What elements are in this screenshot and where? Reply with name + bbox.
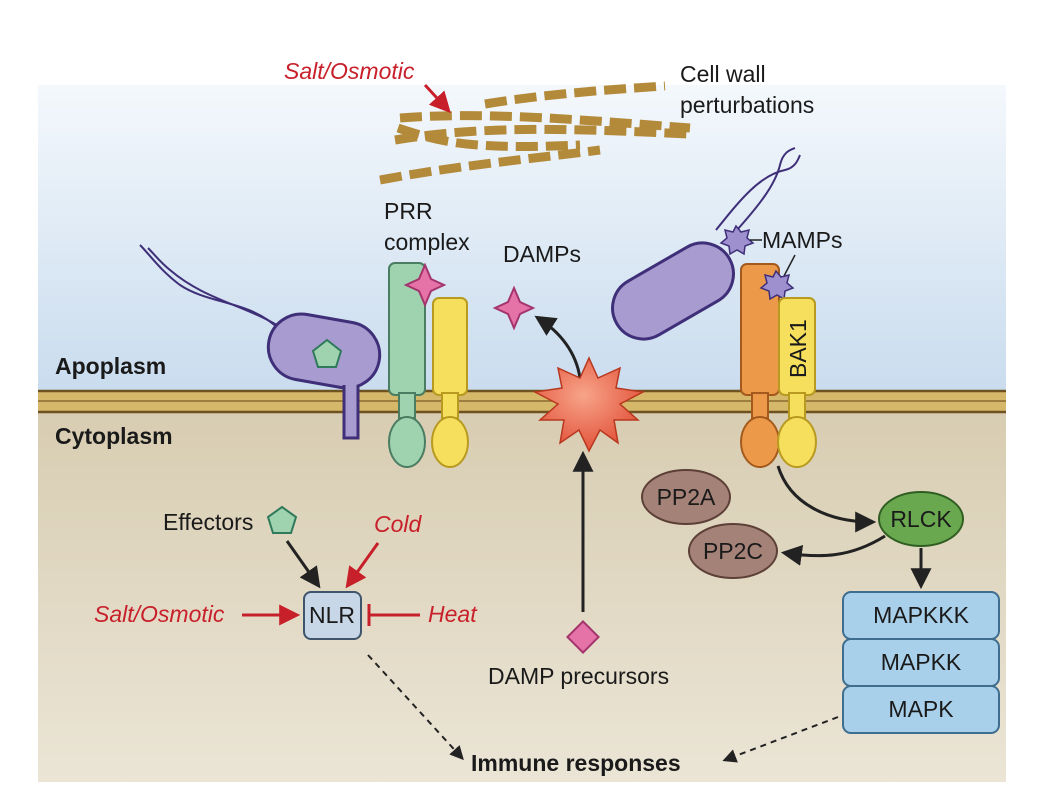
mamp-on-bacterium (719, 224, 755, 256)
mapk-to-immune-arrow (722, 716, 839, 763)
pp2a-label: PP2A (657, 484, 716, 510)
mamps-pointer-line-2 (783, 254, 796, 277)
mapkk-label: MAPKK (881, 649, 962, 675)
pp2c-label: PP2C (703, 538, 763, 564)
cold-label: Cold (374, 511, 423, 537)
receptor-to-rlck-arrow (776, 465, 877, 533)
effectors-label: Effectors (163, 509, 253, 535)
damp-star-free (492, 285, 536, 331)
cold-to-nlr-arrow (345, 542, 380, 589)
bak1-label: BAK1 (785, 319, 811, 378)
bacterium-right (611, 147, 801, 341)
salt-osmotic-top-arrow (423, 83, 451, 114)
prr-green-receptor (388, 262, 426, 468)
prr-complex-label-line1: PRR (384, 198, 433, 224)
cell-wall-fibers (379, 81, 691, 185)
cell-wall-label-line2: perturbations (680, 92, 814, 118)
mamps-label: MAMPs (762, 227, 843, 253)
nlr-box (303, 591, 362, 640)
prr-complex-label-line2: complex (384, 229, 470, 255)
immune-responses-label: Immune responses (471, 750, 681, 776)
bak1-coreceptor (777, 297, 817, 468)
effector-pentagon (266, 505, 298, 534)
rlck-label: RLCK (890, 506, 952, 532)
heat-label: Heat (428, 601, 478, 627)
apoplasm-region (38, 85, 1006, 391)
salt-osmotic-left-label: Salt/Osmotic (94, 601, 225, 627)
mapkkk-label: MAPKKK (873, 602, 970, 628)
rlck-node (878, 491, 964, 547)
bacterium-left (139, 244, 382, 440)
nlr-label: NLR (309, 602, 355, 628)
damps-label: DAMPs (503, 241, 581, 267)
plasma-membrane (38, 389, 1006, 414)
rlck-to-pp2c-arrow (780, 534, 886, 566)
apoplasm-label: Apoplasm (55, 353, 166, 379)
damp-bound-star (403, 262, 447, 308)
effectors-to-nlr-arrow (285, 540, 321, 589)
pp2a-node (641, 469, 731, 525)
mapk-box (842, 685, 1000, 734)
mamp-bound (759, 269, 795, 301)
nlr-to-immune-arrow (367, 654, 464, 761)
cytoplasm-label: Cytoplasm (55, 423, 173, 449)
burst-to-damps-arrow (534, 315, 582, 379)
cell-wall-label-line1: Cell wall (680, 61, 766, 87)
salt-osmotic-top-label: Salt/Osmotic (284, 58, 415, 84)
prr-yellow-coreceptor (431, 297, 469, 468)
mapk-label: MAPK (888, 696, 954, 722)
damp-precursors-label: DAMP precursors (488, 663, 669, 689)
pp2c-node (688, 523, 778, 579)
damp-precursor-diamond (566, 620, 600, 654)
